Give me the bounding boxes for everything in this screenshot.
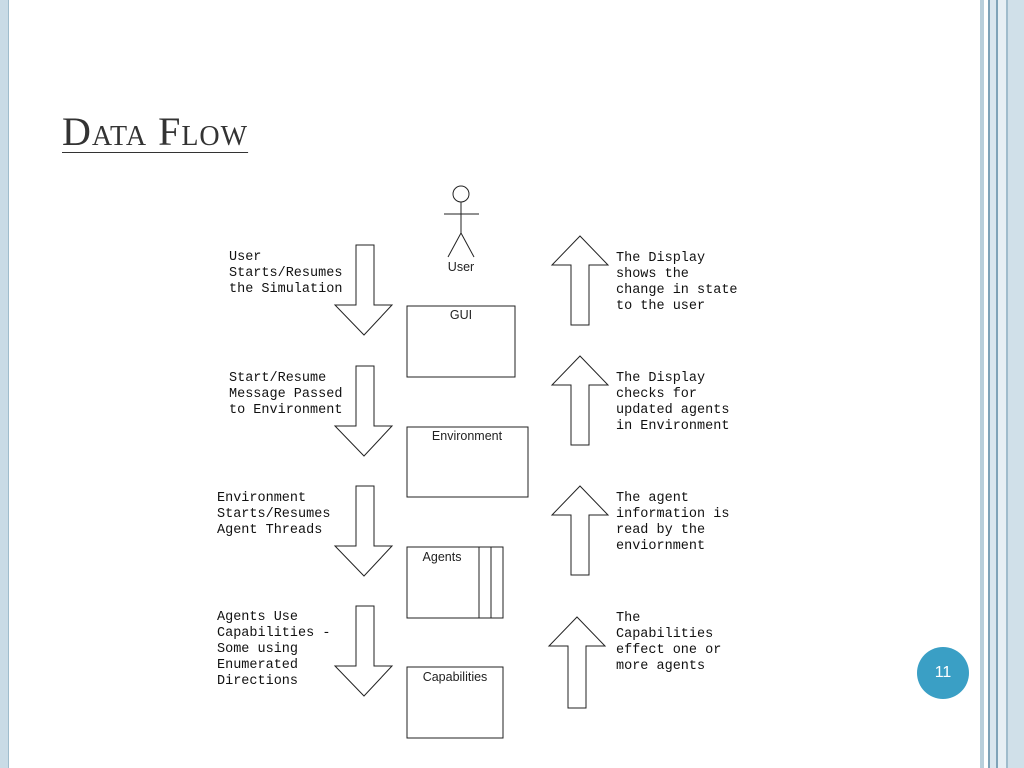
environment-box <box>406 426 529 498</box>
user-actor-icon <box>444 185 479 258</box>
up-label-4: The Capabilities effect one or more agen… <box>616 611 729 674</box>
slide-title: Data Flow <box>62 109 249 154</box>
down-arrow-4 <box>333 605 394 697</box>
left-border <box>0 0 9 768</box>
up-label-1: The Display shows the change in state to… <box>616 251 746 314</box>
capabilities-box <box>406 666 504 739</box>
up-label-2: The Display checks for updated agents in… <box>616 371 738 434</box>
capabilities-box-label: Capabilities <box>423 670 488 684</box>
up-arrow-2 <box>550 355 610 446</box>
actor-label: User <box>448 260 474 274</box>
agents-box <box>406 546 504 619</box>
right-border <box>978 0 1024 768</box>
agents-box-label: Agents <box>423 550 462 564</box>
down-label-3: Environment Starts/Resumes Agent Threads <box>217 491 339 538</box>
up-arrow-1 <box>550 235 610 326</box>
down-label-4: Agents Use Capabilities - Some using Enu… <box>217 610 339 689</box>
down-label-2: Start/Resume Message Passed to Environme… <box>229 371 351 418</box>
gui-box-label: GUI <box>450 308 472 322</box>
down-arrow-3 <box>333 485 394 577</box>
page-number-badge: 11 <box>917 647 969 699</box>
up-arrow-4 <box>547 616 607 709</box>
environment-box-label: Environment <box>432 429 503 443</box>
up-arrow-3 <box>550 485 610 576</box>
up-label-3: The agent information is read by the env… <box>616 491 738 554</box>
down-arrow-1 <box>333 244 394 336</box>
down-label-1: User Starts/Resumes the Simulation <box>229 250 351 297</box>
gui-box <box>406 305 516 378</box>
down-arrow-2 <box>333 365 394 457</box>
